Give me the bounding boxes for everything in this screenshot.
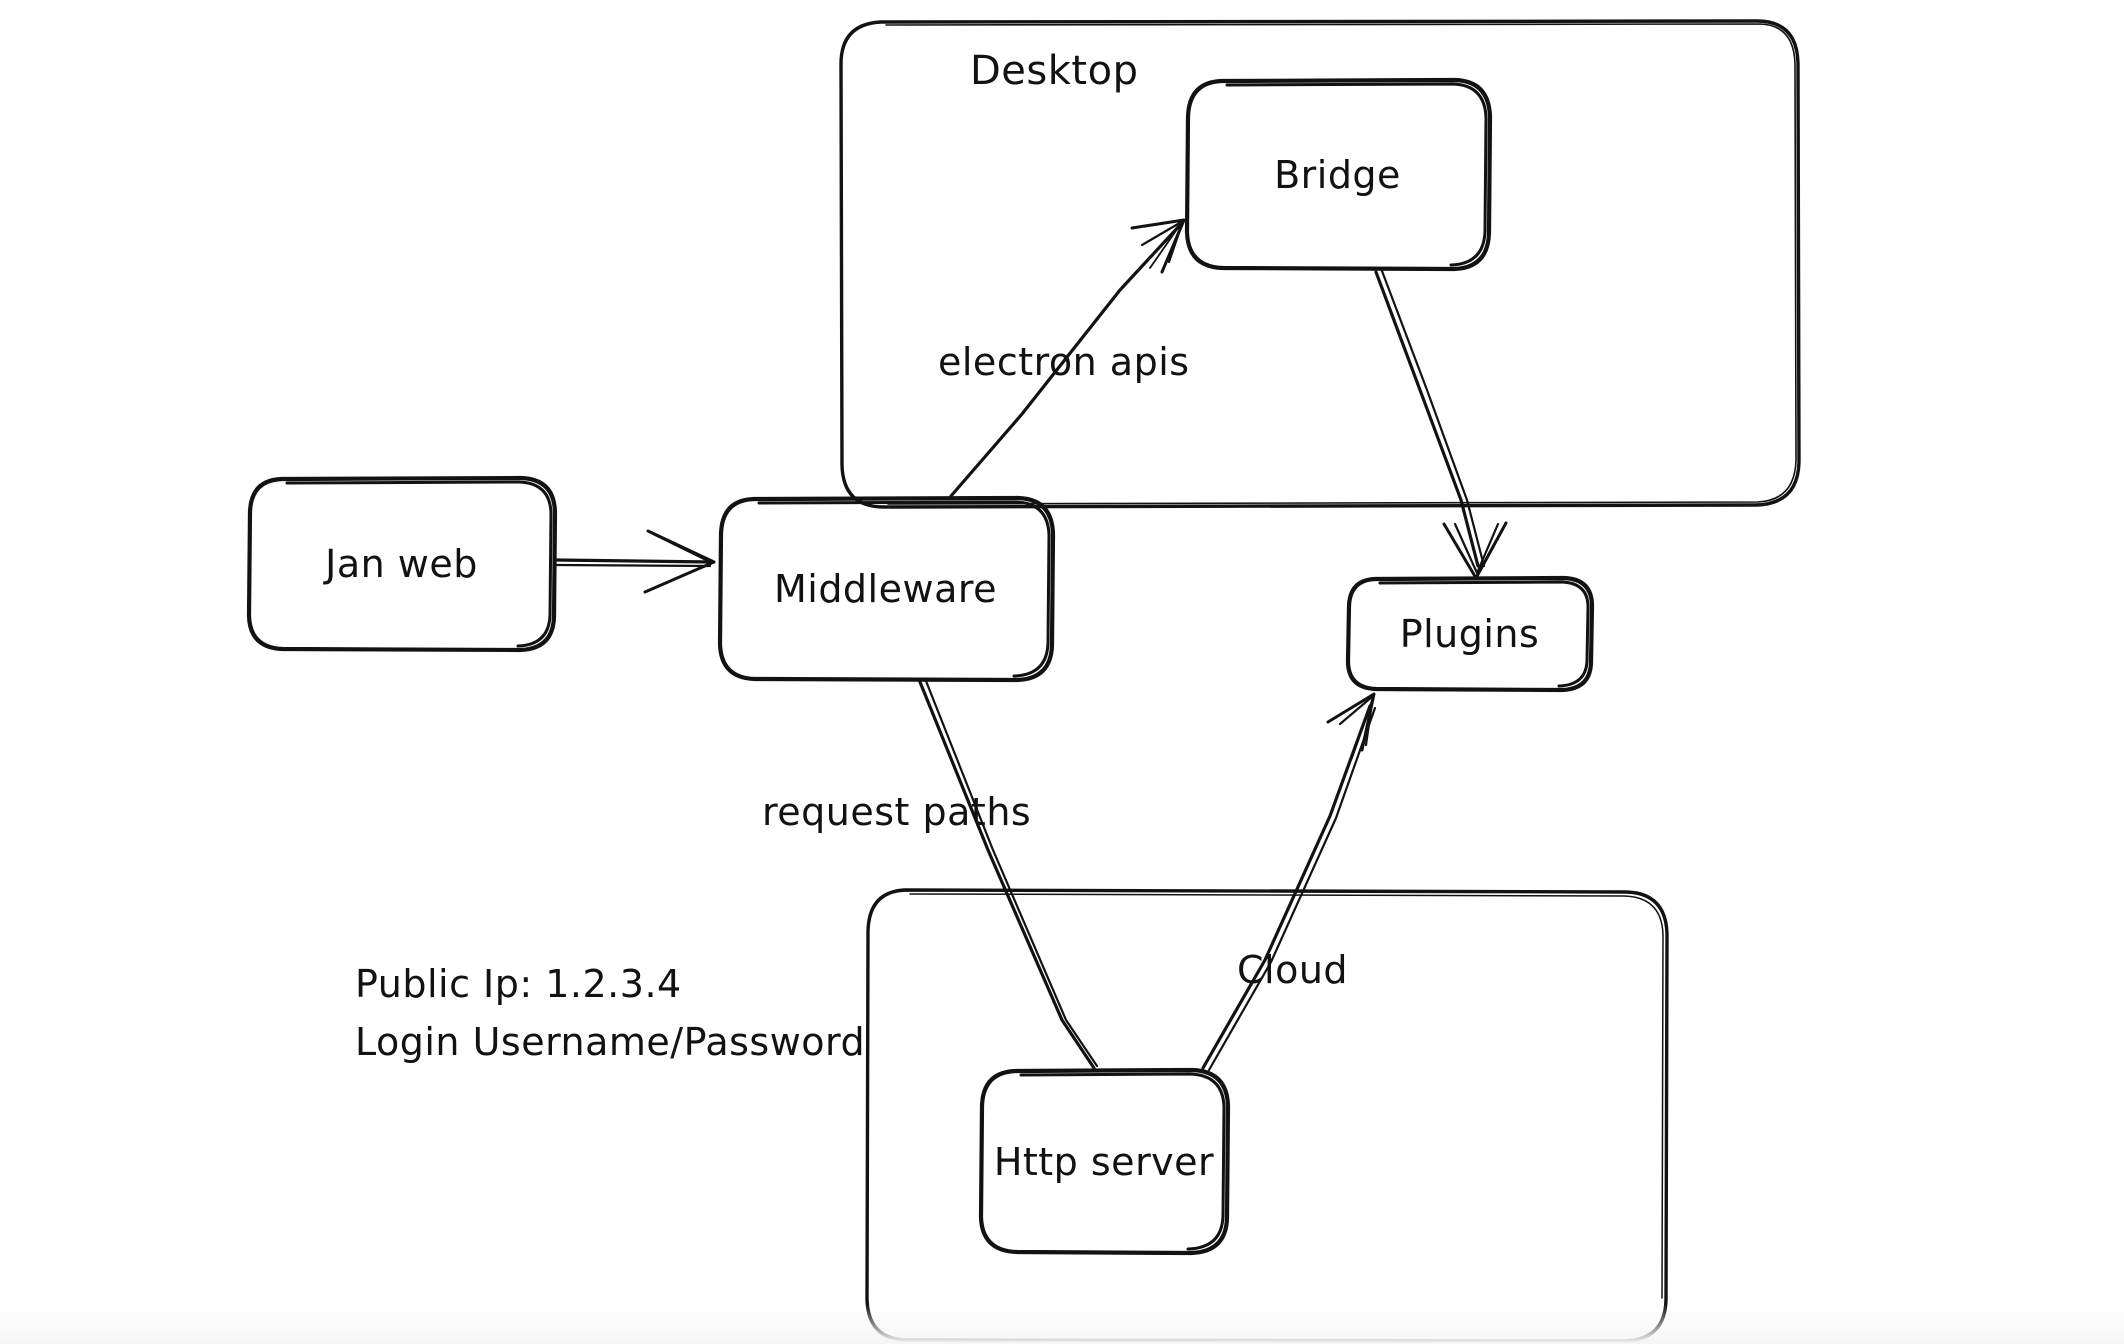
edge-label-electron-apis: electron apis (938, 340, 1190, 384)
group-label-desktop: Desktop (970, 48, 1139, 94)
edge-janweb-to-middleware (554, 529, 716, 594)
group-desktop-border (839, 19, 1801, 509)
node-bridge[interactable] (1185, 80, 1490, 270)
node-janweb[interactable] (248, 478, 555, 650)
node-janweb-border (246, 475, 558, 653)
annotation-public-ip: Public Ip: 1.2.3.4 (355, 962, 682, 1006)
node-httpserver-border (978, 1067, 1231, 1256)
annotation-login-credentials: Login Username/Password (355, 1020, 866, 1064)
node-plugins-border (1345, 575, 1595, 693)
edge-middleware-to-bridge (949, 218, 1186, 498)
node-middleware[interactable] (718, 498, 1053, 680)
node-httpserver[interactable] (980, 1070, 1228, 1253)
node-plugins[interactable] (1347, 578, 1592, 690)
edge-bridge-to-plugins (1374, 269, 1508, 580)
edge-label-cloud: Cloud (1237, 948, 1349, 992)
edge-httpserver-to-plugins (1201, 692, 1377, 1072)
node-bridge-border (1184, 77, 1493, 272)
edge-label-request-paths: request paths (762, 790, 1032, 834)
node-middleware-border (717, 495, 1056, 683)
edge-middleware-to-httpserver (918, 679, 1099, 1070)
